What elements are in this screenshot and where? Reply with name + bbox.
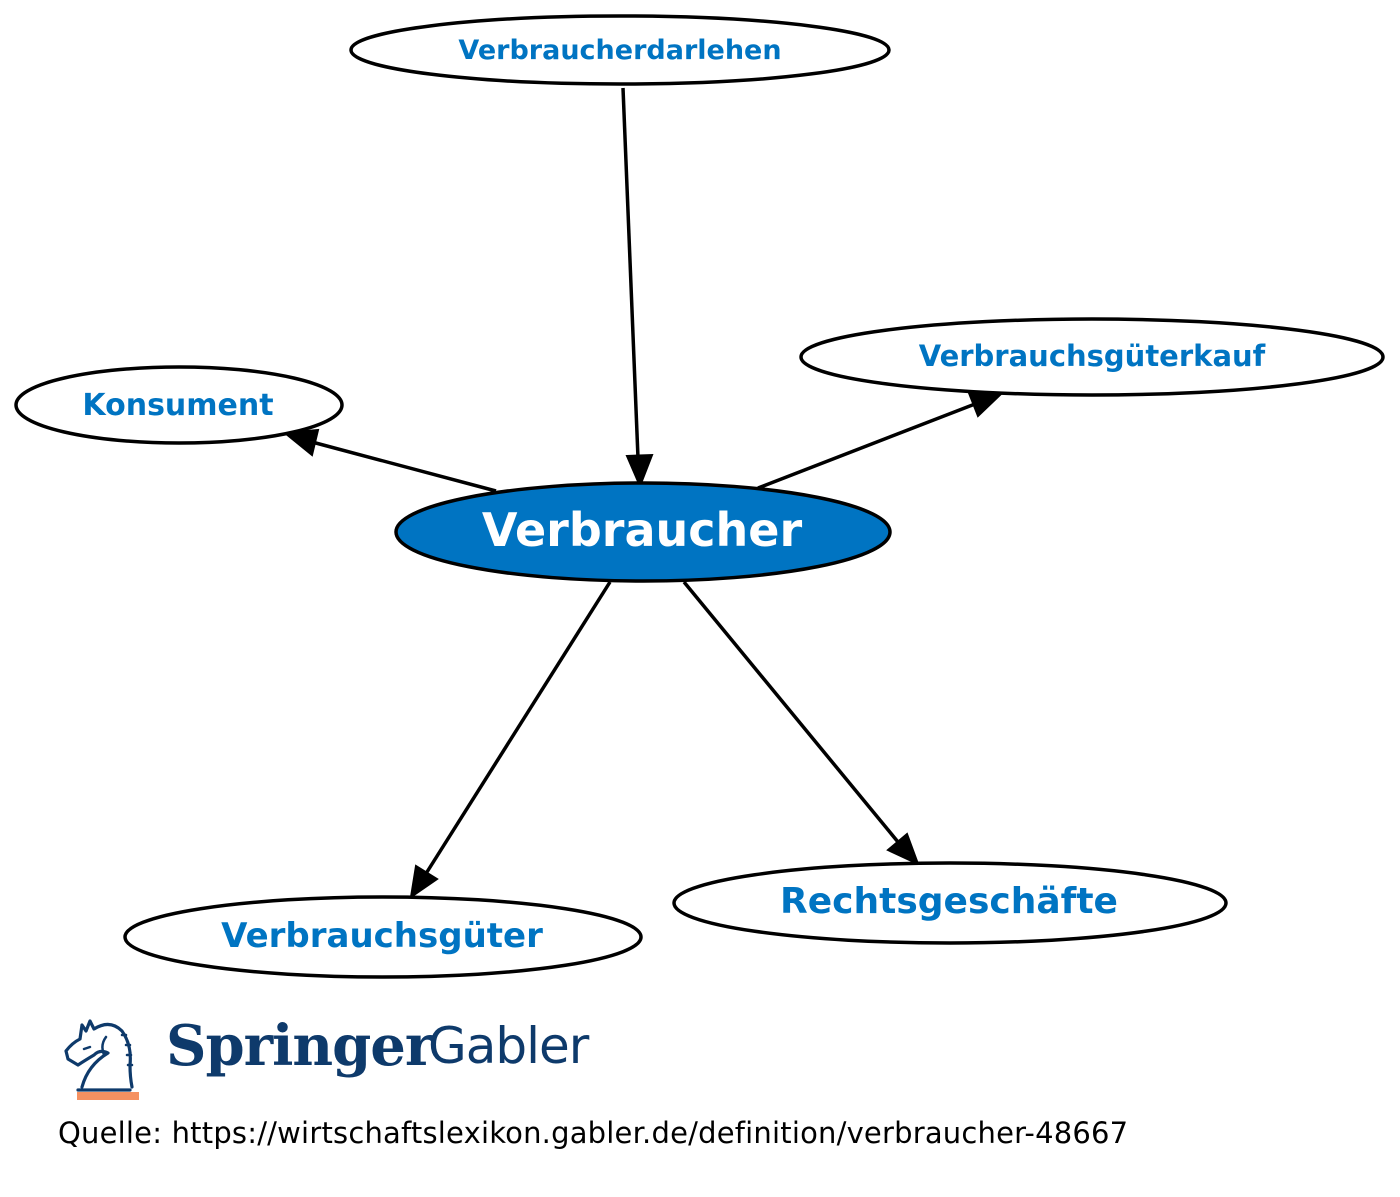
node-rechtsgeschaefte[interactable]: Rechtsgeschäfte: [672, 861, 1228, 945]
node-label[interactable]: Rechtsgeschäfte: [780, 881, 1118, 922]
edge-verbraucherdarlehen-to-verbraucher: [621, 87, 640, 459]
edge-verbraucher-to-verbrauchsgueter: [425, 581, 612, 873]
logo-brand-text: Springer: [166, 1013, 434, 1079]
node-label[interactable]: Verbrauchsgüterkauf: [919, 339, 1266, 373]
knight-horse-icon: [64, 1019, 139, 1100]
arrowhead-verbrauchsgueter: [409, 864, 439, 900]
node-verbrauchsgueter[interactable]: Verbrauchsgüter: [123, 895, 643, 979]
edge-verbraucher-to-verbrauchsgueterkauf: [757, 402, 976, 490]
node-verbraucherdarlehen[interactable]: Verbraucherdarlehen: [349, 14, 891, 86]
arrowhead-rechtsgeschaefte: [886, 832, 920, 866]
edge-verbraucher-to-konsument: [311, 440, 497, 493]
arrowhead-verbrauchsgueterkauf: [967, 392, 1005, 418]
source-citation: Quelle: https://wirtschaftslexikon.gable…: [58, 1116, 1129, 1150]
node-label[interactable]: Konsument: [82, 388, 273, 423]
center-node-label[interactable]: Verbraucher: [482, 503, 803, 557]
node-label[interactable]: Verbraucherdarlehen: [458, 35, 781, 66]
logo-imprint-text: Gabler: [428, 1017, 589, 1075]
node-label[interactable]: Verbrauchsgüter: [221, 916, 543, 956]
node-verbraucher-center[interactable]: Verbraucher: [394, 481, 892, 583]
arrowhead-verbraucher: [625, 453, 654, 489]
edge-verbraucher-to-rechtsgeschaefte: [682, 580, 900, 844]
concept-graph: Verbraucherdarlehen Konsument Verbrauchs…: [14, 14, 1385, 979]
springer-gabler-logo: Springer Gabler: [60, 1005, 620, 1105]
node-konsument[interactable]: Konsument: [14, 365, 344, 445]
node-verbrauchsgueterkauf[interactable]: Verbrauchsgüterkauf: [799, 317, 1385, 397]
